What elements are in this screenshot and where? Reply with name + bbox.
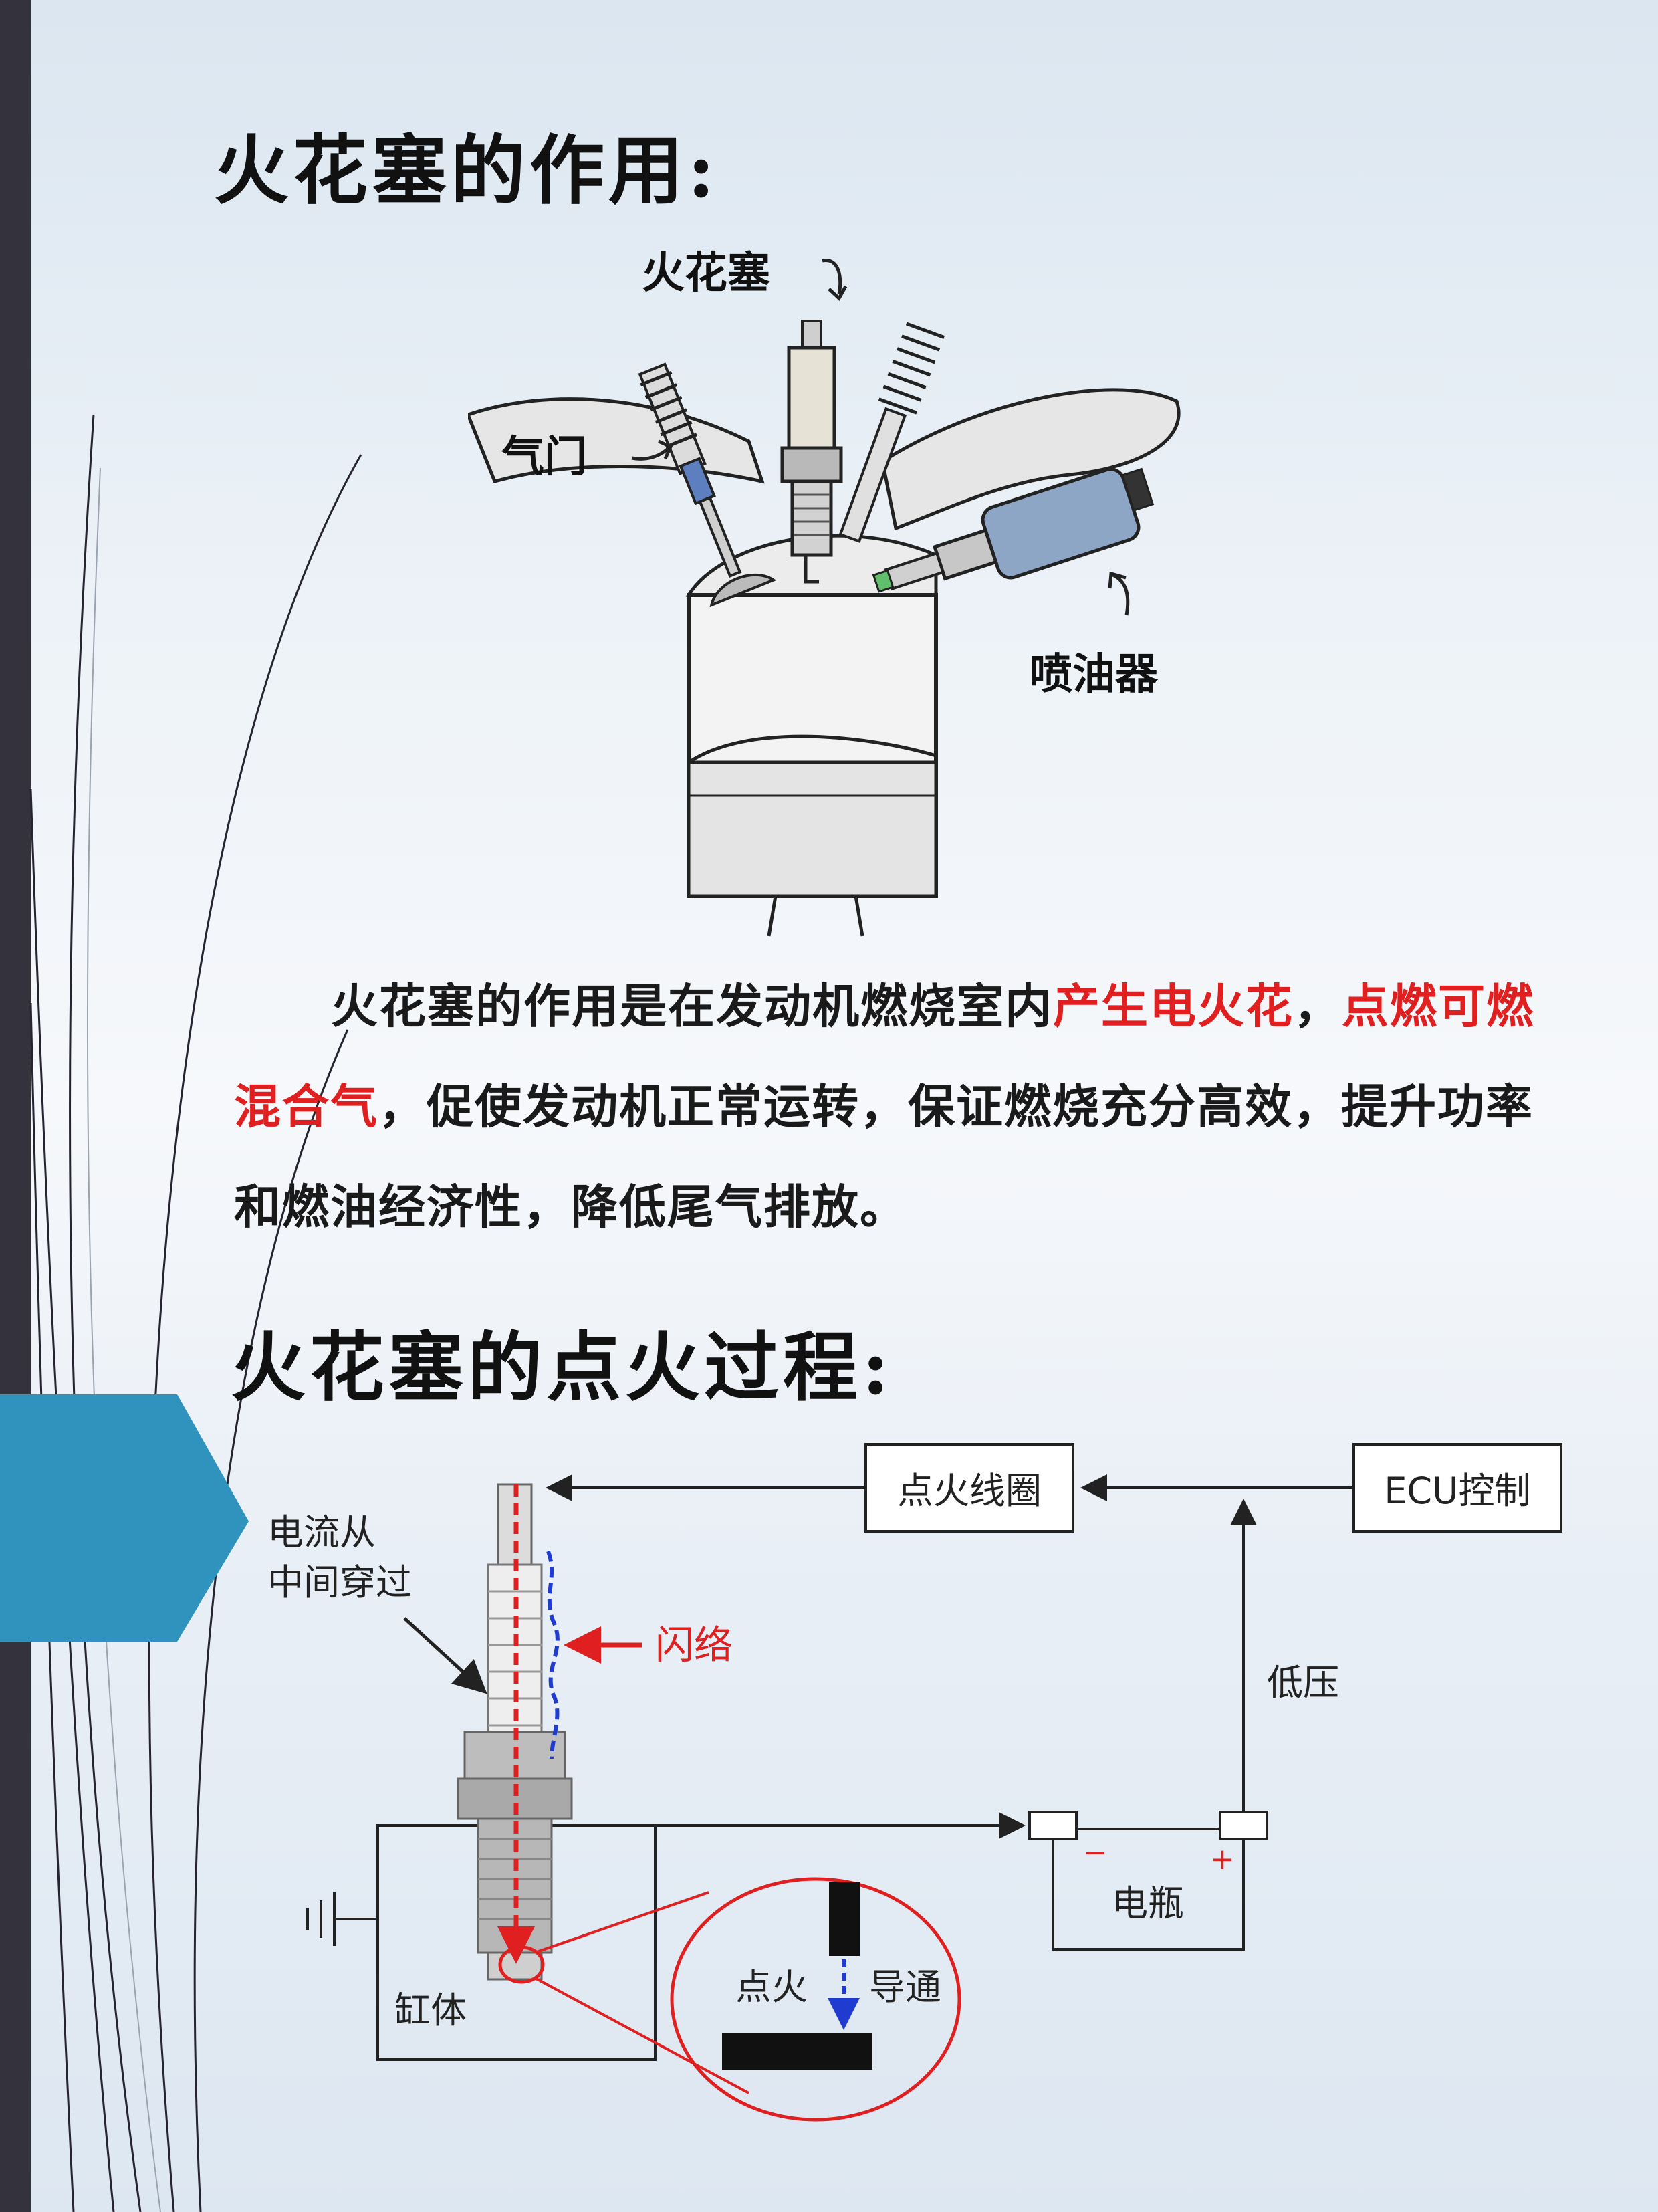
engine-illustration: 火花塞 气门 喷油器: [468, 249, 1181, 937]
battery-label: 电瓶: [1112, 1882, 1184, 1924]
left-dark-bar: [0, 0, 31, 2212]
battery-plus: +: [1210, 1842, 1235, 1876]
current-label-line1: 电流从: [267, 1511, 376, 1553]
ignition-label: 点火: [735, 1966, 808, 2008]
section-title-process: 火花塞的点火过程:: [231, 1324, 894, 1412]
para-highlight-spark: 产生电火花: [1053, 978, 1294, 1034]
battery-minus: −: [1083, 1836, 1108, 1870]
flashover-label: 闪络: [655, 1622, 733, 1668]
ignition-coil-label: 点火线圈: [897, 1470, 1042, 1512]
para-text-2: ，促使发动机正常运转，保证燃烧充分高效，提升功率和燃油经济性，降低尾气排放。: [234, 1079, 1534, 1234]
ignition-diagram: 点火线圈 ECU控制 低压 − + 电瓶 缸体 电流从 中间穿过 闪络: [267, 1443, 1562, 2122]
cylinder-label: 缸体: [394, 1989, 467, 2031]
current-label-line2: 中间穿过: [267, 1561, 412, 1603]
zoom-ellipse: [670, 1877, 961, 2122]
conduct-label: 导通: [869, 1966, 941, 2008]
para-comma: ，: [1294, 978, 1342, 1034]
section-title-function: 火花塞的作用:: [214, 127, 719, 215]
ecu-box: [1352, 1443, 1562, 1533]
ignition-coil-box: [864, 1443, 1074, 1533]
label-spark-plug: 火花塞: [642, 249, 770, 298]
low-voltage-label: 低压: [1267, 1662, 1339, 1704]
function-paragraph: 火花塞的作用是在发动机燃烧室内产生电火花，点燃可燃混合气，促使发动机正常运转，保…: [234, 956, 1564, 1257]
label-injector: 喷油器: [1030, 650, 1159, 699]
ecu-label: ECU控制: [1384, 1470, 1530, 1512]
battery-box: [1052, 1828, 1245, 1951]
label-valve: 气门: [501, 433, 587, 482]
para-text-1: 火花塞的作用是在发动机燃烧室内: [331, 978, 1053, 1034]
blue-tab: [0, 1394, 249, 1642]
para-highlight-ignite: 点燃可燃混合气: [234, 978, 1534, 1134]
